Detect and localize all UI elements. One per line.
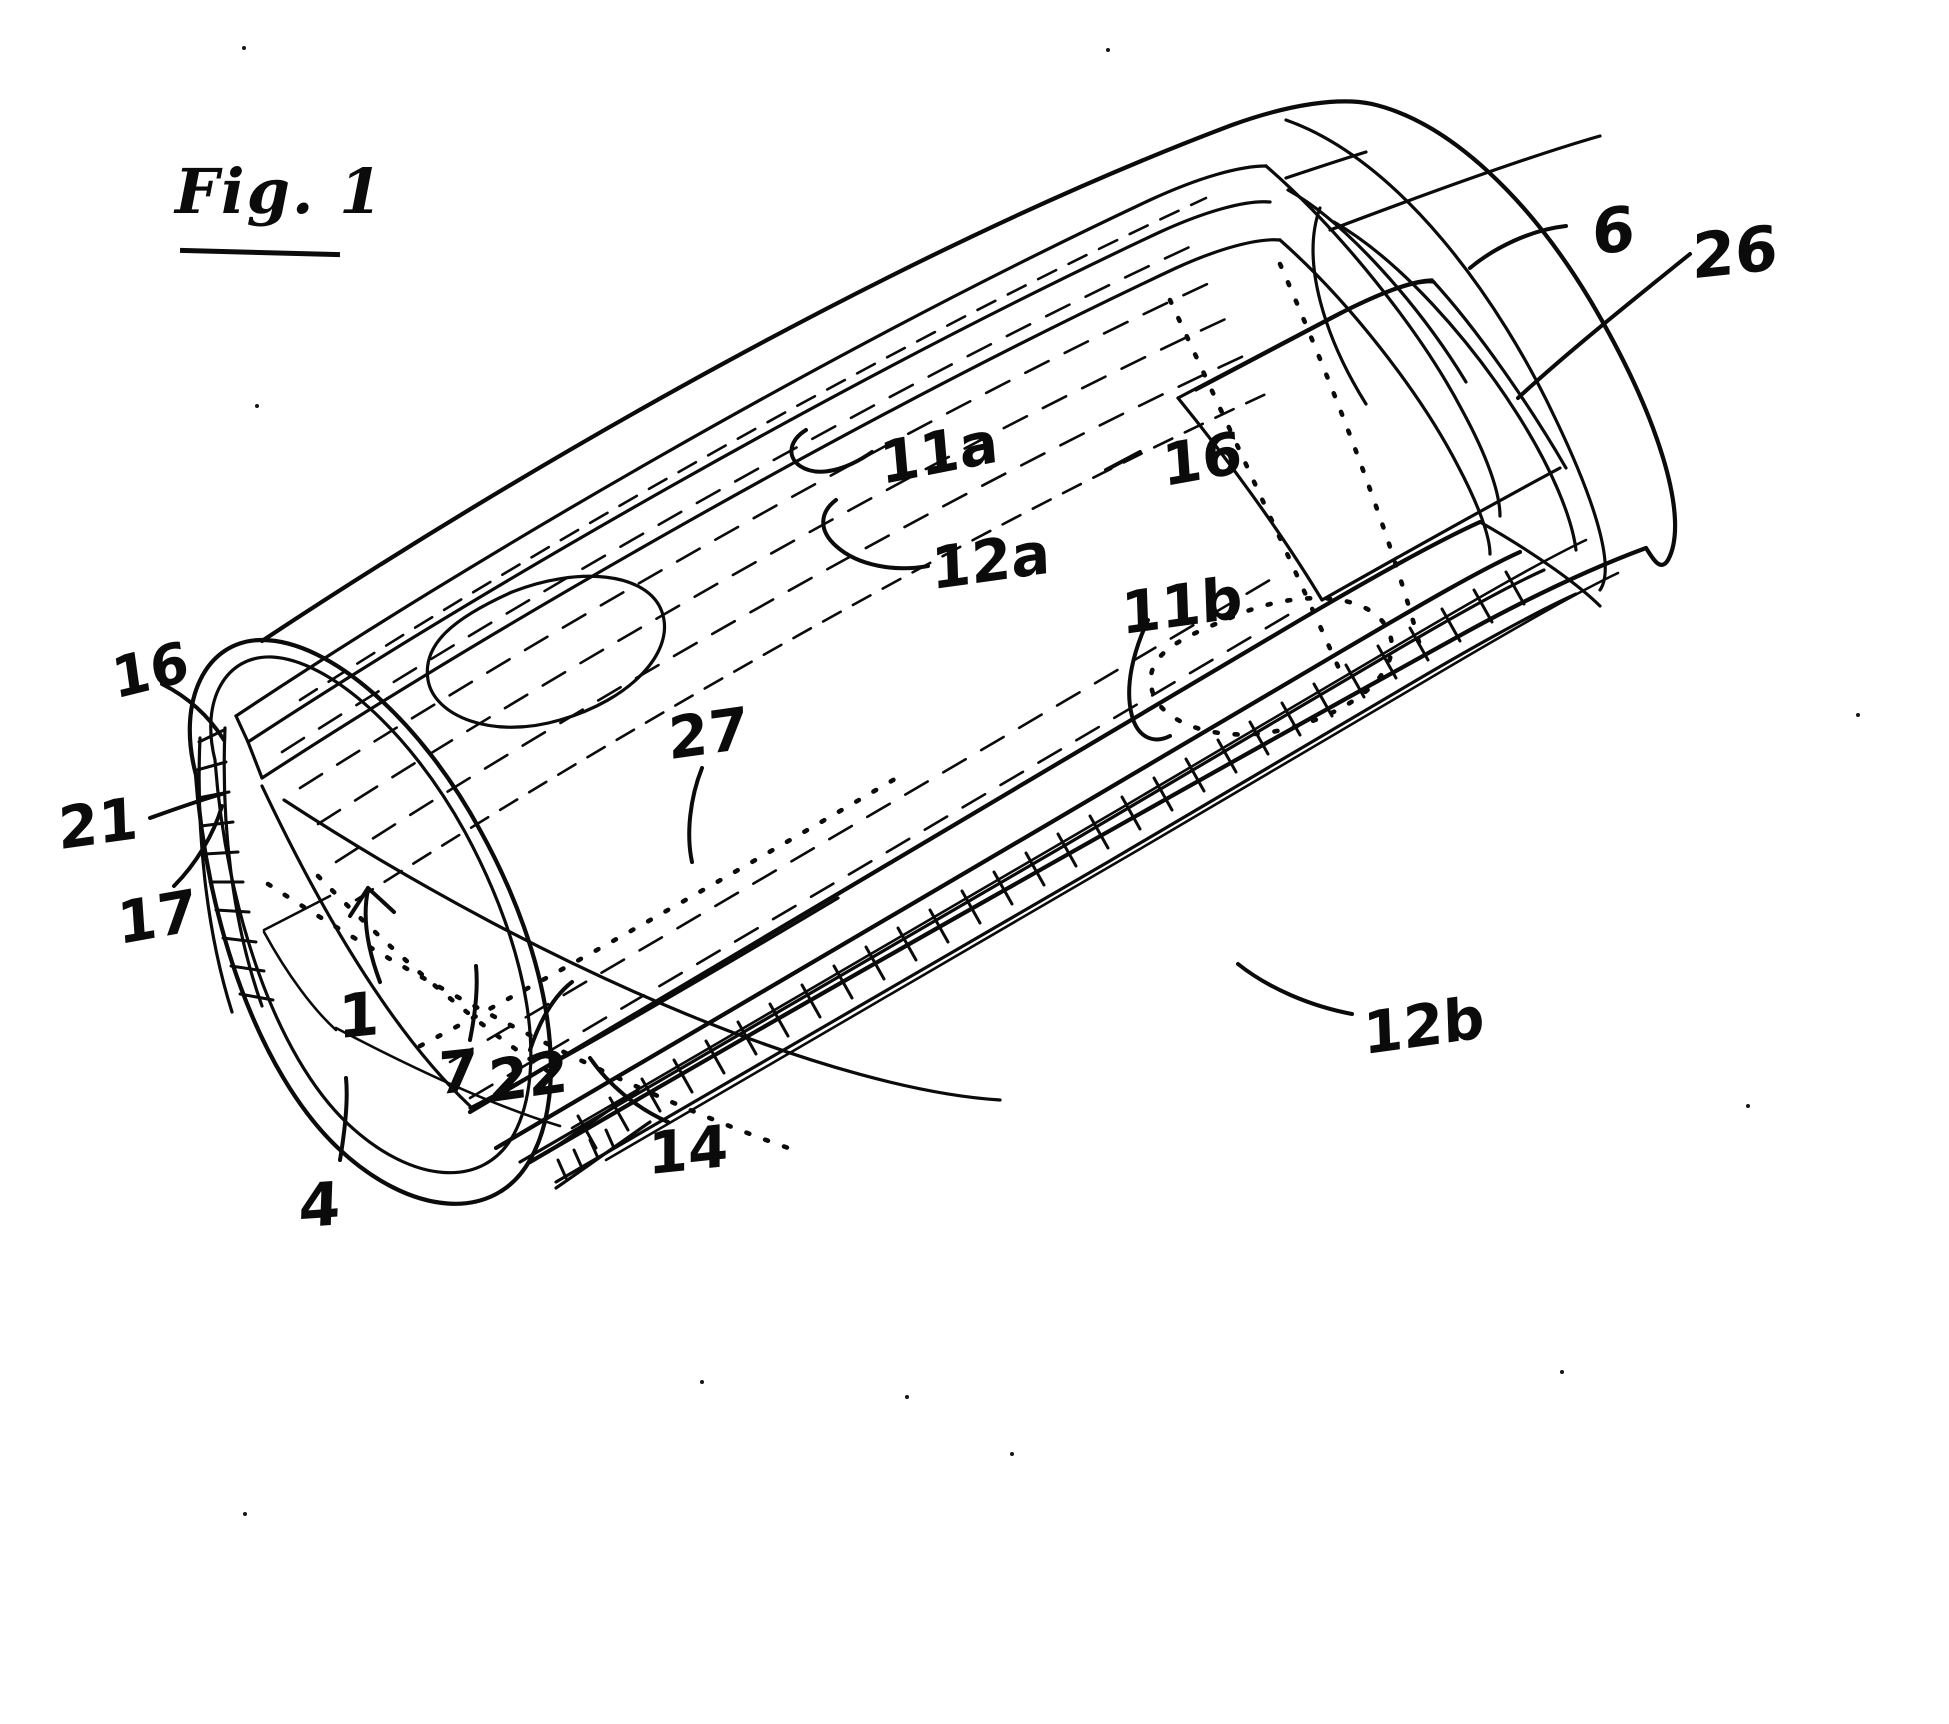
- leader-line-11a: [789, 428, 874, 474]
- deck-6-left-edge: [1286, 188, 1468, 384]
- recess-26-right-edge: [1430, 278, 1568, 470]
- channel-floor-lower-long-edge: [467, 519, 1483, 1115]
- recess-26-inner-top: [1194, 280, 1436, 392]
- leader-line-11b: [1127, 618, 1172, 742]
- scan-speck: [1106, 48, 1110, 52]
- rail-step-b: [246, 740, 264, 780]
- front-opening-dotted-inner: [315, 873, 565, 1083]
- scan-speck: [255, 404, 259, 408]
- rear-inner-corner: [1478, 520, 1602, 608]
- reference-numeral-14: 14: [648, 1111, 729, 1189]
- leader-line-16-left: [160, 682, 226, 742]
- hatch-band-lower-guide: [604, 571, 1620, 1162]
- scan-speck: [905, 1395, 909, 1399]
- rail-step-a: [234, 714, 250, 744]
- recess-26-bottom-edge: [1320, 466, 1562, 602]
- figure-title: Fig. 1: [175, 155, 385, 228]
- leader-arrow-1-shaft: [363, 888, 382, 984]
- front-inner-left-edge: [262, 930, 338, 1032]
- leader-arrow-1-head-left: [348, 886, 370, 918]
- inner-rail-top-mid: [246, 200, 1272, 744]
- rear-rail-vertical-2: [1278, 238, 1492, 556]
- reference-numeral-16: 16: [1160, 417, 1245, 501]
- reference-numeral-7: 7: [438, 1035, 479, 1109]
- reference-numeral-6: 6: [1592, 191, 1635, 270]
- leader-line-12a: [821, 498, 930, 571]
- reference-numeral-26: 26: [1692, 210, 1778, 294]
- front-corner-detail-1: [554, 1120, 652, 1190]
- leader-line-22: [528, 980, 574, 1052]
- reference-numeral-22: 22: [487, 1036, 570, 1117]
- leader-line-21: [148, 792, 224, 820]
- leader-line-26: [1516, 252, 1692, 400]
- inner-rail-top-outer: [234, 164, 1268, 718]
- scan-speck: [1560, 1370, 1564, 1374]
- hidden-cylinder-dotted-front: [265, 881, 803, 1155]
- channel-front-left-wall: [260, 784, 472, 1108]
- scan-speck: [1856, 713, 1860, 717]
- reference-numeral-27: 27: [667, 693, 750, 774]
- front-corner-hatching: [556, 1128, 616, 1180]
- deck-6-right-edge: [1332, 220, 1578, 552]
- lower-wall-mid-edge: [518, 568, 1546, 1164]
- rear-cap-silhouette: [1284, 118, 1607, 592]
- leader-line-6: [1468, 224, 1568, 270]
- leader-line-7: [468, 964, 479, 1042]
- hidden-dotted-vertical-rear: [1277, 261, 1423, 649]
- reference-numeral-21: 21: [57, 783, 140, 864]
- scan-speck: [243, 1512, 247, 1516]
- leader-line-17: [172, 804, 224, 888]
- upper-channel-dashed-secondary: [298, 196, 1268, 902]
- scan-speck: [1746, 1104, 1750, 1108]
- rear-end-cap-outer: [1369, 101, 1678, 567]
- reference-numeral-1: 1: [338, 978, 380, 1054]
- reference-numeral-17: 17: [115, 875, 200, 959]
- deck-6-small-edge: [1284, 150, 1368, 180]
- scan-speck: [700, 1380, 704, 1384]
- scan-speck: [1010, 1452, 1014, 1456]
- front-wall-hatching: [195, 728, 275, 1002]
- channel-floor-dashed-lines: [448, 572, 1302, 1100]
- front-wall-inner-boundary: [222, 726, 264, 1008]
- lower-wall-outer-edge: [493, 549, 1523, 1151]
- channel-floor-left-long: [282, 798, 1002, 1102]
- hatch-band-upper-guide: [570, 538, 1588, 1130]
- lower-wall-inner-edge: [554, 592, 1578, 1184]
- scan-speck: [242, 46, 246, 50]
- leader-line-12b: [1236, 962, 1354, 1016]
- leader-line-4: [338, 1076, 349, 1162]
- front-wall-outer-boundary: [197, 736, 234, 1014]
- leader-arrow-1-head-right: [366, 886, 396, 914]
- hidden-dotted-vertical-rear-2: [1167, 297, 1347, 683]
- reference-numeral-4: 4: [297, 1169, 342, 1243]
- leader-line-27: [687, 766, 704, 864]
- front-inner-small-edge: [262, 894, 332, 932]
- hidden-dotted-floor-line: [417, 773, 903, 1049]
- leader-line-16-top: [1104, 450, 1142, 472]
- outer-bottom-edge: [527, 545, 1649, 1165]
- recess-26-left-edge: [1176, 396, 1324, 602]
- floor-opening-dotted-right: [1148, 595, 1395, 737]
- upper-channel-dashed-lines: [280, 242, 1250, 864]
- front-corner-detail-2: [546, 1088, 640, 1154]
- rear-rail-vertical: [1264, 164, 1502, 518]
- leader-line-14: [588, 1056, 670, 1124]
- deck-opening-left-ellipse: [425, 574, 667, 729]
- front-inner-bottom-edge: [334, 1026, 562, 1128]
- deck-6-front-edge: [1328, 134, 1602, 232]
- outer-top-edge: [259, 99, 1375, 644]
- rear-cap-inner-arc: [1311, 206, 1368, 406]
